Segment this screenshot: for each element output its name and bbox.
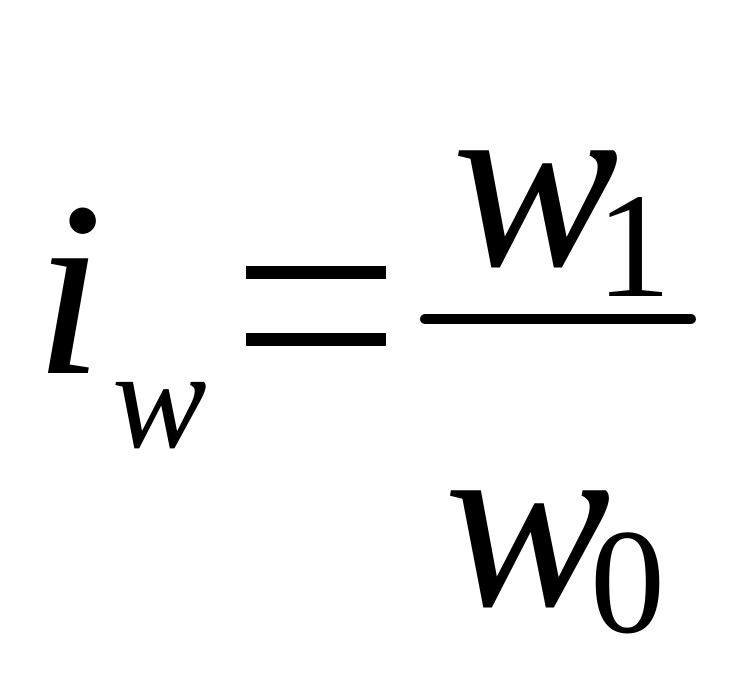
denominator-subscript: 0 (590, 499, 665, 665)
fraction-bar (420, 314, 696, 324)
equals-bar-top (246, 266, 386, 279)
denominator-variable: w (444, 383, 611, 660)
numerator-subscript: 1 (596, 163, 671, 329)
equals-bar-bottom (246, 333, 386, 346)
lhs-subscript: w (112, 320, 207, 478)
numerator-variable: w (452, 43, 619, 320)
lhs-variable: i (34, 151, 104, 428)
